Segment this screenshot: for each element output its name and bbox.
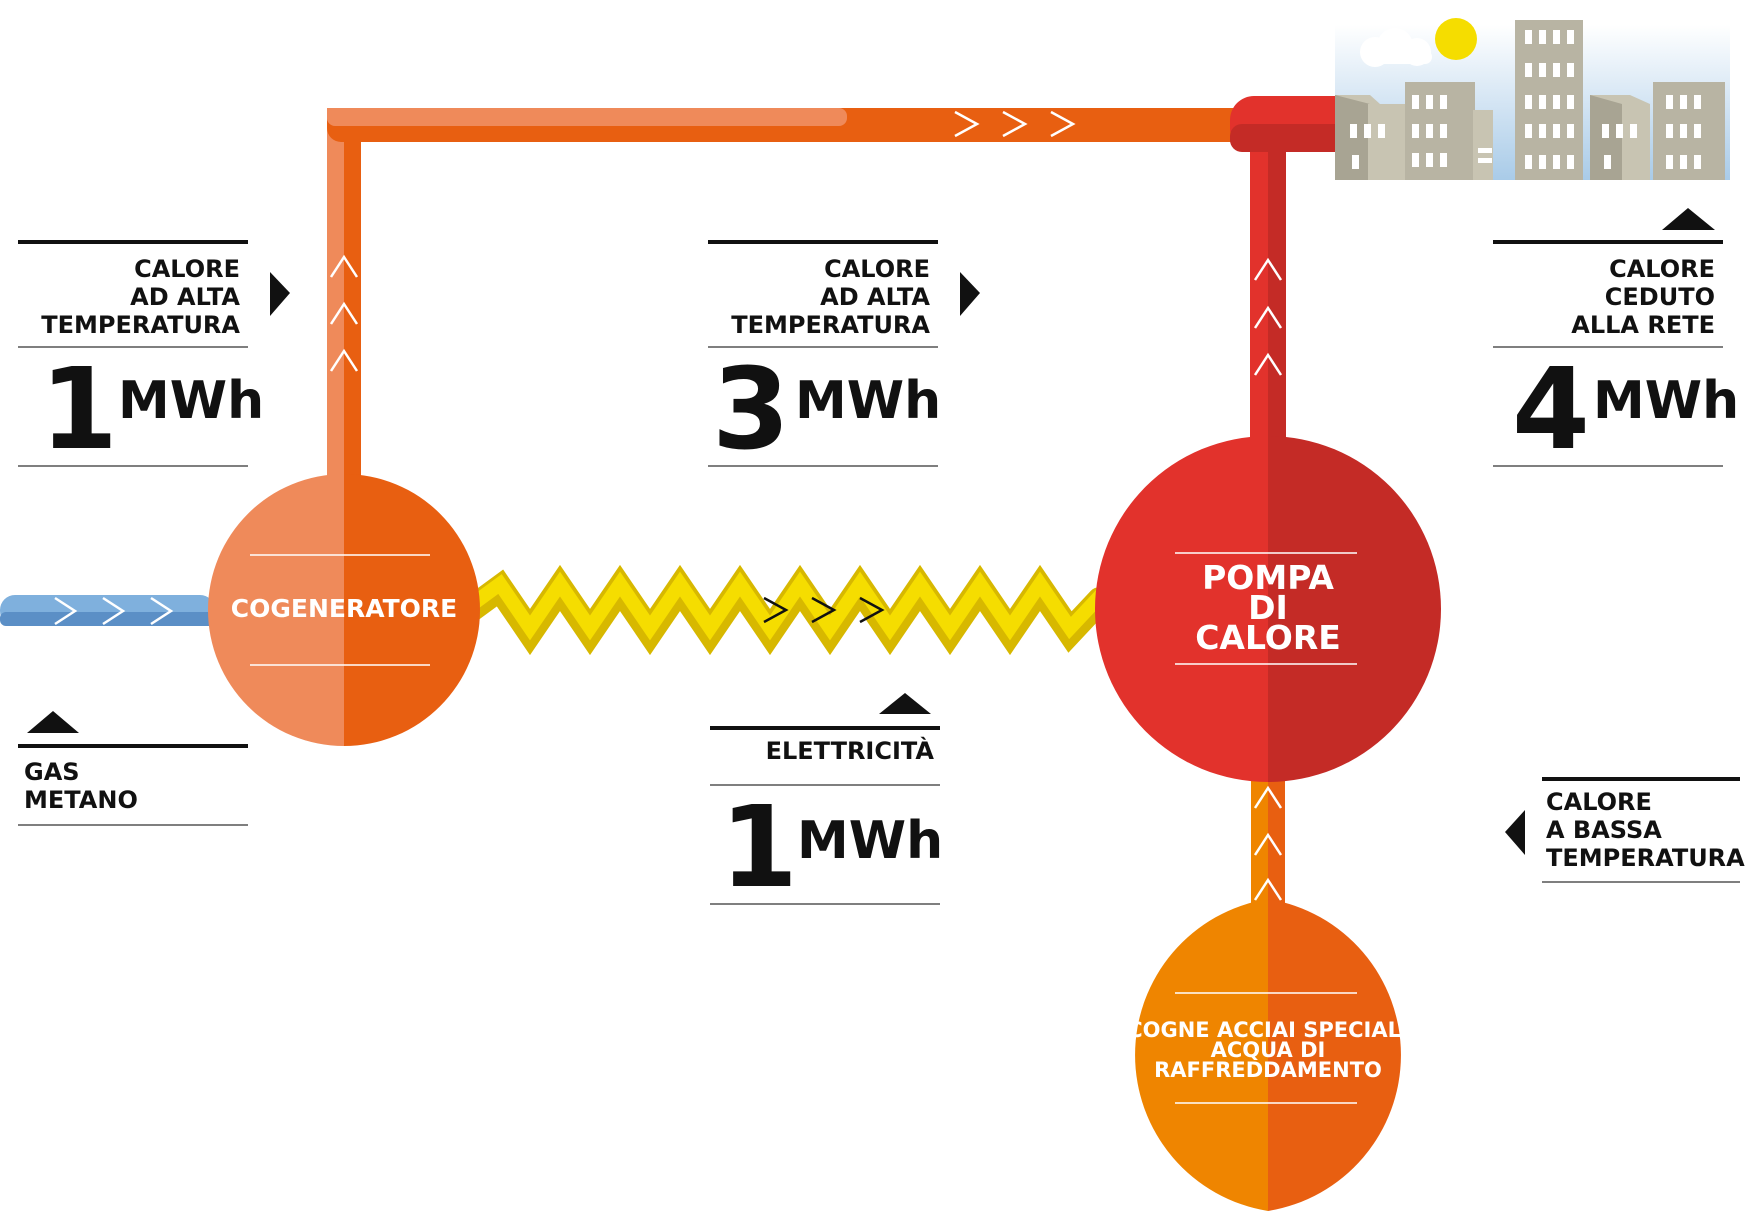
cogne-label-line-3: RAFFREDDAMENTO [1154,1058,1382,1082]
label-elettricita: ELETTRICITÀ 1 MWh [710,693,943,913]
label-line-2: CEDUTO [1605,283,1715,311]
flow-chevron-icon [954,110,1076,138]
flow-chevron-icon [329,254,359,372]
value-unit: MWh [118,371,264,431]
city-buildings-icon [1335,18,1730,180]
value-unit: MWh [1593,371,1739,431]
pompa-label-line-2: DI [1248,588,1288,627]
label-calore-ceduto: CALORE CEDUTO ALLA RETE 4 MWh [1493,208,1739,475]
sun-icon [1435,18,1477,60]
arrow-up-icon [879,693,931,714]
label-line-1: CALORE [824,255,930,283]
cogne-label-line-1: COGNE ACCIAI SPECIALI [1127,1018,1409,1042]
arrow-up-icon [1662,208,1715,230]
label-line-1: CALORE [134,255,240,283]
pompa-di-calore-node: POMPA DI CALORE [1095,436,1441,782]
label-line-3: ALLA RETE [1571,311,1715,339]
label-line-3: TEMPERATURA [41,311,240,339]
value-number: 1 [720,783,798,913]
pompa-label-line-3: CALORE [1195,618,1341,657]
value-unit: MWh [795,371,941,431]
label-line-3: TEMPERATURA [731,311,930,339]
value-unit: MWh [797,811,943,871]
label-line-2: METANO [24,786,138,814]
value-number: 1 [40,345,118,475]
electricity-cable [457,564,1113,656]
label-line-1: ELETTRICITÀ [766,736,935,765]
value-number: 4 [1512,345,1590,475]
cloud-icon [1360,28,1432,67]
cogne-acciai-node: COGNE ACCIAI SPECIALI ACQUA DI RAFFREDDA… [1127,899,1409,1211]
label-line-2: AD ALTA [820,283,930,311]
flow-chevron-icon [54,596,174,626]
arrow-right-icon [960,272,980,316]
value-number: 3 [712,345,790,475]
label-calore-bassa: CALORE A BASSA TEMPERATURA [1505,777,1745,883]
label-line-1: GAS [24,758,80,786]
pompa-label-line-1: POMPA [1202,558,1334,597]
arrow-up-icon [27,711,79,733]
label-calore-alta-2: CALORE AD ALTA TEMPERATURA 3 MWh [708,240,980,475]
label-line-3: TEMPERATURA [1546,844,1745,872]
gas-pipe [0,595,215,626]
label-line-1: CALORE [1546,788,1652,816]
flow-chevron-icon [1253,785,1283,901]
hot-water-pipe [327,108,1277,508]
cogeneratore-label: COGENERATORE [231,594,458,623]
label-line-2: AD ALTA [130,283,240,311]
arrow-right-icon [270,272,290,316]
cogeneratore-node: COGENERATORE [208,474,480,746]
flow-chevron-icon [1253,257,1283,376]
label-line-1: CALORE [1609,255,1715,283]
flow-chevron-icon [763,596,885,624]
arrow-left-icon [1505,810,1525,855]
label-gas-metano: GAS METANO [18,711,248,826]
label-calore-alta-1: CALORE AD ALTA TEMPERATURA 1 MWh [18,240,290,475]
cogne-label-line-2: ACQUA DI [1211,1038,1326,1062]
label-line-2: A BASSA [1546,816,1662,844]
